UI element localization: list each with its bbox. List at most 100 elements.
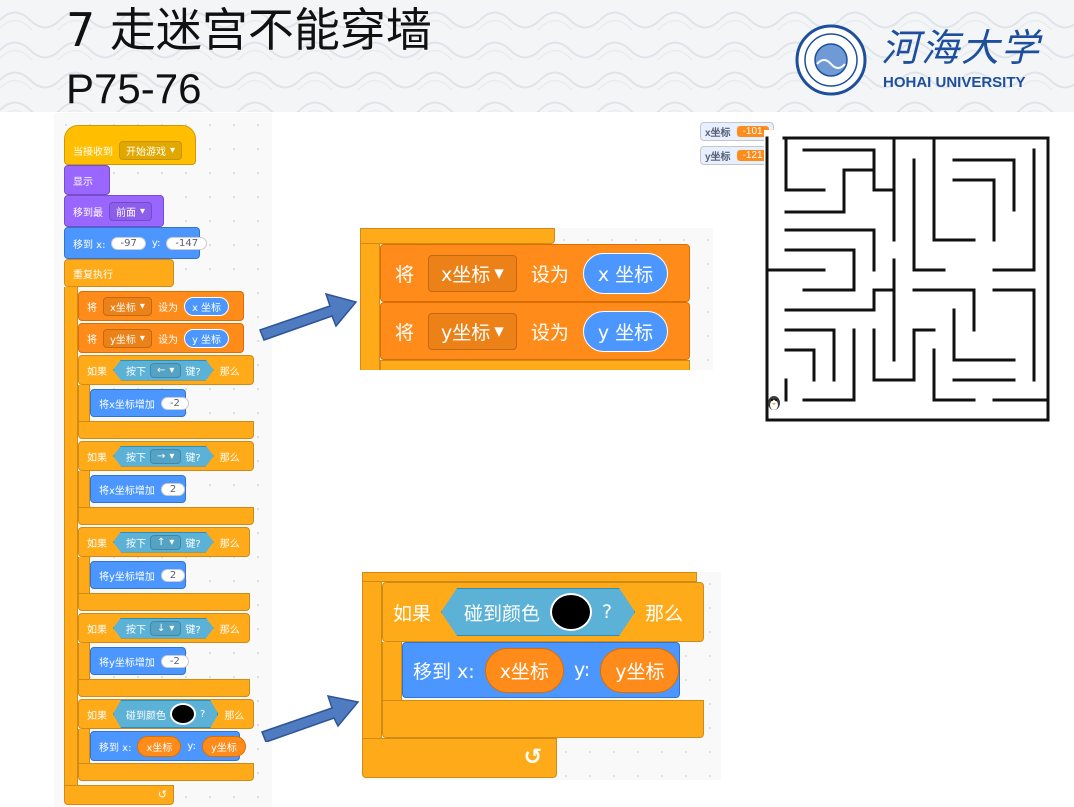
go-to-saved-xy-block[interactable]: 移到 x: x坐标 y: y坐标 bbox=[90, 731, 246, 761]
key-suffix: 键? bbox=[185, 452, 201, 464]
key-dropdown[interactable]: ←▾ bbox=[150, 363, 181, 378]
zoom-go-to-saved-xy-block[interactable]: 移到 x: x坐标 y: y坐标 bbox=[402, 642, 680, 698]
zoom-if-touching-block[interactable]: 如果 碰到颜色? 那么 bbox=[382, 582, 704, 642]
monitor-y-value: -121 bbox=[736, 150, 769, 161]
goto-y-input[interactable]: -147 bbox=[166, 236, 208, 250]
if-up-foot bbox=[78, 593, 250, 611]
zoom-var-y-dropdown[interactable]: y坐标▾ bbox=[428, 312, 517, 350]
zoom-y-position-reporter[interactable]: y 坐标 bbox=[582, 310, 669, 352]
forever-label: 重复执行 bbox=[73, 269, 113, 281]
slide-title: 7 走迷宫不能穿墙 bbox=[66, 3, 432, 57]
key-dropdown[interactable]: →▾ bbox=[150, 449, 181, 464]
set-y-block[interactable]: 将 y坐标▾ 设为 y 坐标 bbox=[78, 323, 244, 353]
zoom-panel-touch-wall: 如果 碰到颜色? 那么 移到 x: x坐标 y: y坐标 ↺ bbox=[362, 572, 721, 780]
chevron-down-icon: ▾ bbox=[169, 536, 175, 548]
then-word: 那么 bbox=[219, 538, 240, 550]
goto-y-label: y: bbox=[187, 740, 196, 752]
change-x-pos-block[interactable]: 将x坐标增加 2 bbox=[90, 475, 186, 503]
if-right-foot bbox=[78, 507, 254, 525]
set-to-label: 设为 bbox=[530, 263, 569, 286]
touch-color-label: 碰到颜色 bbox=[126, 710, 166, 722]
zoom-var-x-reporter[interactable]: x坐标 bbox=[484, 647, 564, 693]
zoom-set-y-block[interactable]: 将 y坐标▾ 设为 y 坐标 bbox=[380, 302, 690, 360]
script-panel: 当接收到 开始游戏▾ 显示 移到最 前面▾ 移到 x: -97 y: -147 … bbox=[54, 113, 272, 807]
goto-x-label: 移到 x: bbox=[73, 239, 106, 251]
layer-dropdown[interactable]: 前面▾ bbox=[109, 201, 153, 221]
forever-block[interactable]: 重复执行 bbox=[64, 259, 174, 287]
key-suffix: 键? bbox=[185, 538, 201, 550]
show-label: 显示 bbox=[73, 176, 93, 188]
if-word: 如果 bbox=[87, 538, 107, 550]
key-right-pressed[interactable]: 按下→▾键? bbox=[113, 446, 214, 467]
var-y-dropdown[interactable]: y坐标▾ bbox=[103, 328, 152, 348]
goto-x-input[interactable]: -97 bbox=[111, 236, 146, 250]
then-word: 那么 bbox=[224, 710, 245, 722]
set-to-label: 设为 bbox=[157, 302, 178, 314]
then-word: 那么 bbox=[219, 452, 240, 464]
zoom2-top-edge bbox=[362, 572, 697, 582]
change-y-value[interactable]: 2 bbox=[160, 568, 186, 582]
if-up-block[interactable]: 如果 按下↑▾键? 那么 bbox=[78, 527, 250, 557]
touching-color-condition[interactable]: 碰到颜色? bbox=[113, 700, 218, 728]
change-y-neg-block[interactable]: 将y坐标增加 -2 bbox=[90, 647, 189, 675]
key-left-pressed[interactable]: 按下←▾键? bbox=[113, 360, 214, 381]
logo-english: HOHAI UNIVERSITY bbox=[883, 74, 1026, 91]
arrow-to-zoom2 bbox=[261, 695, 360, 742]
set-to-label: 设为 bbox=[530, 321, 569, 344]
chevron-down-icon: ▾ bbox=[170, 144, 176, 156]
logo-chinese: 河海大学 bbox=[881, 26, 1042, 70]
change-x-neg-block[interactable]: 将x坐标增加 -2 bbox=[90, 389, 189, 417]
if-touch-foot bbox=[78, 763, 254, 781]
zoom-x-position-reporter[interactable]: x 坐标 bbox=[582, 252, 669, 294]
forever-arm bbox=[64, 287, 78, 785]
set-x-block[interactable]: 将 x坐标▾ 设为 x 坐标 bbox=[78, 291, 244, 321]
if-right-block[interactable]: 如果 按下→▾键? 那么 bbox=[78, 441, 254, 471]
key-down-arrow: ↓ bbox=[157, 622, 166, 634]
university-seal-icon bbox=[795, 24, 867, 96]
go-to-xy-block[interactable]: 移到 x: -97 y: -147 bbox=[64, 227, 208, 259]
chevron-down-icon: ▾ bbox=[494, 262, 504, 284]
go-to-layer-block[interactable]: 移到最 前面▾ bbox=[64, 195, 164, 227]
zoom-var-x-dropdown[interactable]: x坐标▾ bbox=[428, 254, 517, 292]
change-x-value[interactable]: -2 bbox=[160, 396, 189, 410]
goto-x-label: 移到 x: bbox=[99, 742, 132, 754]
var-y-name: y坐标 bbox=[441, 321, 491, 344]
if-up-arm bbox=[78, 557, 90, 593]
zoom-touching-color-condition[interactable]: 碰到颜色? bbox=[441, 588, 635, 636]
change-x-value[interactable]: 2 bbox=[160, 482, 186, 496]
zoom-set-x-block[interactable]: 将 x坐标▾ 设为 x 坐标 bbox=[380, 244, 690, 302]
key-dropdown[interactable]: ↑▾ bbox=[150, 535, 181, 550]
if-down-block[interactable]: 如果 按下↓▾键? 那么 bbox=[78, 613, 250, 643]
y-position-reporter[interactable]: y 坐标 bbox=[183, 328, 230, 348]
zoom-var-y-reporter[interactable]: y坐标 bbox=[600, 647, 680, 693]
black-color-swatch[interactable] bbox=[550, 593, 592, 631]
x-position-reporter[interactable]: x 坐标 bbox=[183, 296, 230, 316]
if-left-block[interactable]: 如果 按下←▾键? 那么 bbox=[78, 355, 254, 385]
key-down-pressed[interactable]: 按下↓▾键? bbox=[113, 618, 214, 639]
change-y-value[interactable]: -2 bbox=[160, 654, 189, 668]
zoom-forever-foot: ↺ bbox=[362, 738, 557, 778]
var-x-reporter[interactable]: x坐标 bbox=[137, 735, 182, 757]
change-y-pos-block[interactable]: 将y坐标增加 2 bbox=[90, 561, 186, 589]
goto-y-label: y: bbox=[151, 237, 161, 249]
if-touching-color-block[interactable]: 如果 碰到颜色? 那么 bbox=[78, 699, 254, 729]
var-y-reporter[interactable]: y坐标 bbox=[201, 735, 246, 757]
black-color-swatch[interactable] bbox=[170, 703, 196, 725]
if-touch-arm bbox=[78, 729, 90, 763]
var-y-name: y坐标 bbox=[110, 334, 136, 346]
goto-x-label: 移到 x: bbox=[413, 660, 475, 683]
key-up-pressed[interactable]: 按下↑▾键? bbox=[113, 532, 214, 553]
show-block[interactable]: 显示 bbox=[64, 165, 110, 195]
when-receive-hat-block[interactable]: 当接收到 开始游戏▾ bbox=[64, 125, 196, 165]
zoom1-top-edge bbox=[360, 228, 555, 244]
chevron-down-icon: ▾ bbox=[169, 364, 175, 376]
chevron-down-icon: ▾ bbox=[169, 450, 175, 462]
key-dropdown[interactable]: ↓▾ bbox=[150, 621, 181, 636]
chevron-down-icon: ▾ bbox=[139, 332, 145, 344]
var-x-dropdown[interactable]: x坐标▾ bbox=[103, 296, 152, 316]
key-up-arrow: ↑ bbox=[157, 536, 166, 548]
message-dropdown[interactable]: 开始游戏▾ bbox=[119, 140, 183, 160]
monitor-x[interactable]: x坐标 -101 bbox=[700, 122, 774, 141]
monitor-y[interactable]: y坐标 -121 bbox=[700, 146, 774, 165]
if-right-arm bbox=[78, 471, 90, 507]
